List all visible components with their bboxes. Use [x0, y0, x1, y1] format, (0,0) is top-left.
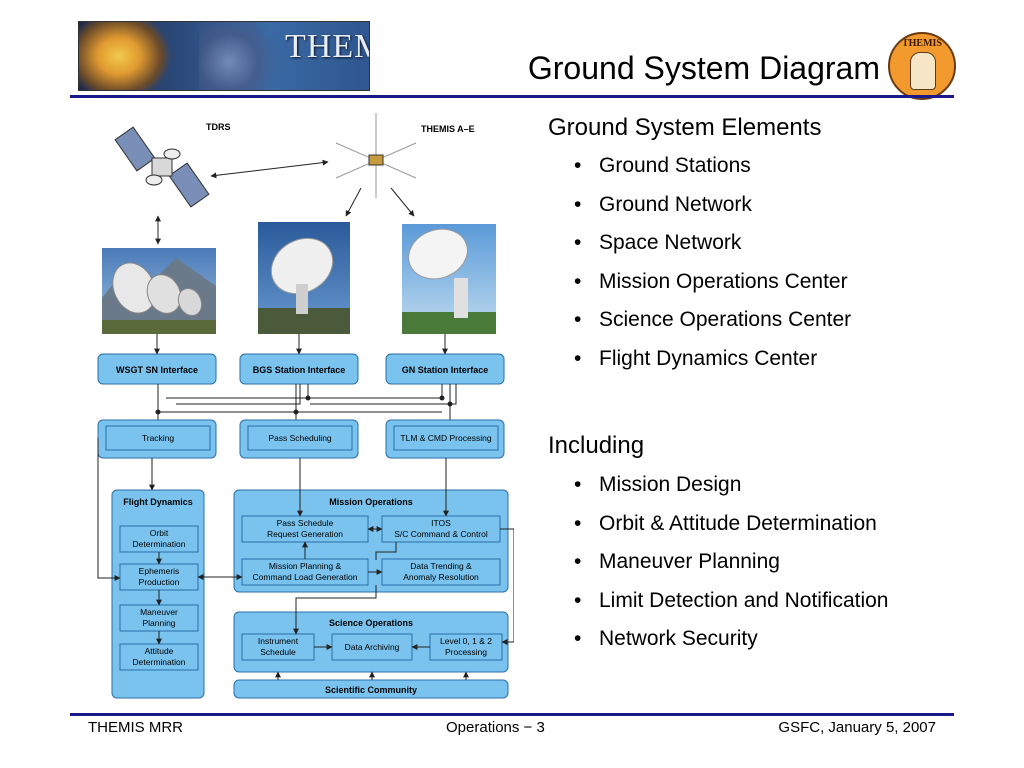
svg-text:Attitude: Attitude [145, 646, 174, 656]
header-rule [70, 95, 954, 98]
slide-title: Ground System Diagram [527, 50, 880, 86]
svg-text:BGS Station Interface: BGS Station Interface [253, 365, 346, 375]
pass-scheduling-box: Pass Scheduling [239, 419, 359, 459]
svg-text:TLM & CMD Processing: TLM & CMD Processing [400, 433, 491, 443]
themis-bgs-link [345, 187, 362, 217]
gn-antenna-photo [402, 224, 496, 334]
tdrs-satellite-icon [114, 126, 210, 208]
list-item: •Flight Dynamics Center [574, 346, 818, 370]
list-item: •Ground Network [574, 192, 752, 216]
list-item: •Maneuver Planning [574, 550, 780, 574]
ground-system-elements-list: •Ground Stations •Ground Network •Space … [574, 154, 851, 386]
logo-earth-graphic [199, 22, 289, 90]
interface-bus-lines [157, 384, 457, 420]
svg-text:Science Operations: Science Operations [329, 618, 413, 628]
list-item: •Network Security [574, 627, 758, 651]
footer-rule [70, 713, 954, 716]
svg-text:Schedule: Schedule [260, 647, 296, 657]
svg-text:Determination: Determination [133, 657, 186, 667]
seal-text: THEMIS [901, 38, 942, 49]
tdrs-label: TDRS [206, 122, 231, 132]
svg-text:Instrument: Instrument [258, 636, 299, 646]
svg-text:Planning: Planning [142, 618, 175, 628]
list-item: •Science Operations Center [574, 308, 852, 332]
svg-text:Maneuver: Maneuver [140, 607, 178, 617]
themis-mission-seal-icon: THEMIS [888, 32, 956, 100]
themis-logo-banner: THEMIS [78, 21, 370, 91]
svg-text:Mission Operations: Mission Operations [329, 497, 413, 507]
tlm-cmd-processing-box: TLM & CMD Processing [385, 419, 505, 459]
themis-gn-link [390, 187, 415, 217]
list-item: •Mission Design [574, 473, 742, 496]
svg-text:Scientific Community: Scientific Community [325, 685, 417, 695]
svg-text:Anomaly Resolution: Anomaly Resolution [403, 572, 479, 582]
themis-probe-icon [335, 113, 417, 198]
list-item: •Space Network [574, 231, 742, 255]
svg-text:Data Archiving: Data Archiving [345, 642, 400, 652]
svg-text:ITOS: ITOS [431, 518, 451, 528]
bgs-antenna-photo [258, 222, 350, 334]
list-item: •Mission Operations Center [574, 269, 848, 293]
seal-figure [910, 52, 936, 90]
flow-arrows [97, 438, 514, 680]
svg-text:WSGT SN Interface: WSGT SN Interface [116, 365, 198, 375]
svg-text:Mission Planning &: Mission Planning & [269, 561, 342, 571]
svg-text:Level 0, 1 & 2: Level 0, 1 & 2 [440, 636, 492, 646]
logo-text: THEMIS [285, 28, 369, 65]
svg-text:Request Generation: Request Generation [267, 529, 343, 539]
tdrs-themis-link [210, 159, 329, 179]
wsgt-sn-interface-box: WSGT SN Interface [97, 353, 217, 385]
footer-date: GSFC, January 5, 2007 [778, 719, 936, 736]
svg-text:Command Load Generation: Command Load Generation [253, 572, 358, 582]
scientific-community-box: Scientific Community [233, 679, 509, 699]
gn-station-interface-box: GN Station Interface [385, 353, 505, 385]
ground-system-elements-heading: Ground System Elements [548, 114, 822, 141]
svg-text:Flight Dynamics: Flight Dynamics [123, 497, 193, 507]
including-list: •Mission Design •Orbit & Attitude Determ… [574, 473, 888, 666]
svg-text:S/C Command & Control: S/C Command & Control [394, 529, 488, 539]
wsgt-antenna-photo [102, 248, 216, 334]
themis-label: THEMIS A–E [421, 124, 475, 134]
svg-text:Tracking: Tracking [142, 433, 175, 443]
svg-text:Pass Schedule: Pass Schedule [277, 518, 334, 528]
tracking-box: Tracking [97, 419, 217, 459]
svg-text:Determination: Determination [133, 539, 186, 549]
footer-left-text: THEMIS MRR [88, 719, 183, 736]
bgs-station-interface-box: BGS Station Interface [239, 353, 359, 385]
list-item: •Orbit & Attitude Determination [574, 511, 877, 535]
science-operations-box: Science Operations Instrument Schedule D… [233, 611, 509, 673]
svg-text:Ephemeris: Ephemeris [139, 566, 180, 576]
svg-text:GN Station Interface: GN Station Interface [402, 365, 489, 375]
list-item: •Ground Stations [574, 154, 751, 177]
mission-operations-box: Mission Operations Pass Schedule Request… [233, 489, 509, 593]
svg-text:Pass Scheduling: Pass Scheduling [268, 433, 332, 443]
list-item: •Limit Detection and Notification [574, 588, 889, 612]
including-heading: Including [548, 432, 645, 459]
svg-text:Orbit: Orbit [150, 528, 169, 538]
svg-text:Processing: Processing [445, 647, 487, 657]
svg-text:Production: Production [139, 577, 180, 587]
svg-text:Data Trending &: Data Trending & [410, 561, 472, 571]
footer-page-number: Operations − 3 [446, 719, 545, 736]
flight-dynamics-box: Flight Dynamics Orbit Determination Ephe… [111, 489, 205, 699]
ground-system-diagram: TDRS THEMIS A–E WSGT SN Interface [97, 113, 514, 699]
